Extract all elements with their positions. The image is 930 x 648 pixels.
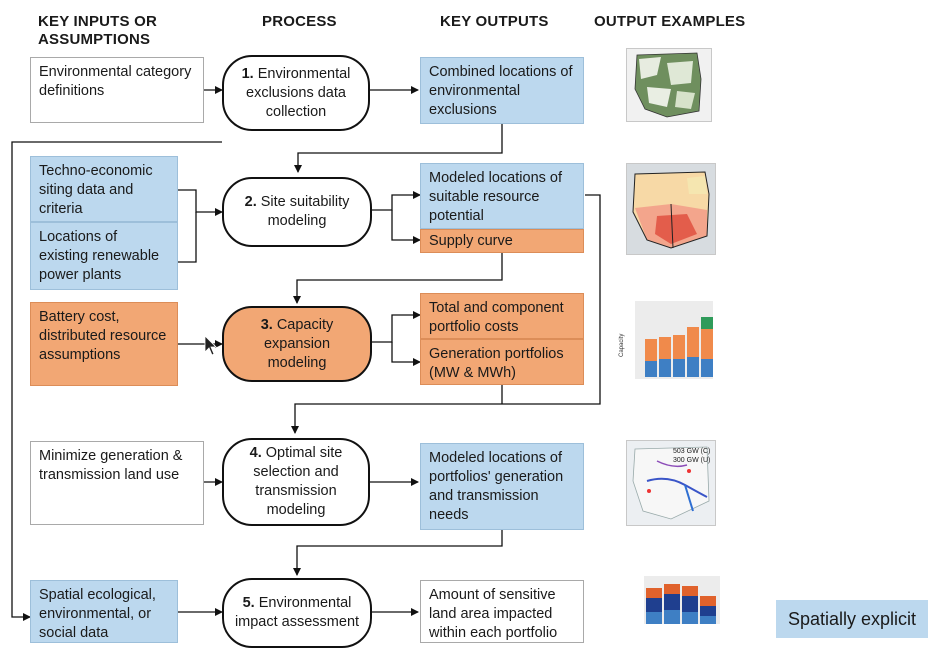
input-techno-economic: Techno-economic siting data and criteria: [30, 156, 178, 222]
input-minimize-land-use: Minimize generation & transmission land …: [30, 441, 204, 525]
input-category-definitions: Environmental category definitions: [30, 57, 204, 123]
step-5-text: Environmental impact assessment: [234, 595, 360, 630]
spatially-explicit-legend: Spatially explicit: [776, 600, 928, 638]
step-2-number: 2.: [244, 194, 257, 210]
output-portfolio-costs: Total and component portfolio costs: [420, 293, 584, 339]
example-capacity-chart: Capacity: [617, 297, 715, 393]
input-existing-plants: Locations of existing renewable power pl…: [30, 222, 178, 290]
example-suitability-map: [626, 163, 716, 255]
output-suitable-potential: Modeled locations of suitable resource p…: [420, 163, 584, 229]
step-1-text: Environmental exclusions data collection: [246, 65, 351, 120]
step-3-number: 3.: [260, 316, 273, 333]
example-transmission-map: 503 GW (C) 300 GW (U): [626, 440, 716, 526]
map4-label-2: 300 GW (U): [673, 457, 711, 464]
step-1-number: 1.: [241, 65, 254, 82]
step-5-number: 5.: [242, 595, 255, 611]
step-4-text: Optimal site selection and transmission …: [253, 445, 343, 518]
output-land-area-impacted: Amount of sensitive land area impacted w…: [420, 580, 584, 643]
step-2-site-suitability: 2.Site suitability modeling: [222, 177, 372, 247]
output-generation-portfolios: Generation portfolios (MW & MWh): [420, 339, 584, 385]
map4-label-1: 503 GW (C): [673, 448, 711, 455]
header-examples: OUTPUT EXAMPLES: [594, 13, 746, 30]
output-portfolio-locations: Modeled locations of portfolios' generat…: [420, 443, 584, 530]
step-1-environmental-exclusions: 1.Environmental exclusions data collecti…: [222, 55, 370, 131]
example-impact-chart: [630, 572, 722, 643]
header-inputs: KEY INPUTS OR ASSUMPTIONS: [38, 13, 158, 48]
input-spatial-data: Spatial ecological, environmental, or so…: [30, 580, 178, 643]
output-supply-curve: Supply curve: [420, 229, 584, 253]
output-combined-exclusions: Combined locations of environmental excl…: [420, 57, 584, 124]
example-exclusions-map: [626, 48, 712, 122]
step-3-capacity-expansion: 3.Capacity expansion modeling: [222, 306, 372, 382]
step-4-number: 4.: [249, 445, 262, 461]
svg-text:Capacity: Capacity: [619, 334, 625, 357]
step-4-optimal-site-selection: 4.Optimal site selection and transmissio…: [222, 438, 370, 526]
header-outputs: KEY OUTPUTS: [440, 13, 549, 30]
input-battery-cost: Battery cost, distributed resource assum…: [30, 302, 178, 386]
cursor-icon: [204, 335, 217, 356]
step-2-text: Site suitability modeling: [260, 194, 350, 229]
step-3-text: Capacity expansion modeling: [263, 316, 334, 371]
header-process: PROCESS: [262, 13, 337, 30]
step-5-impact-assessment: 5.Environmental impact assessment: [222, 578, 372, 648]
